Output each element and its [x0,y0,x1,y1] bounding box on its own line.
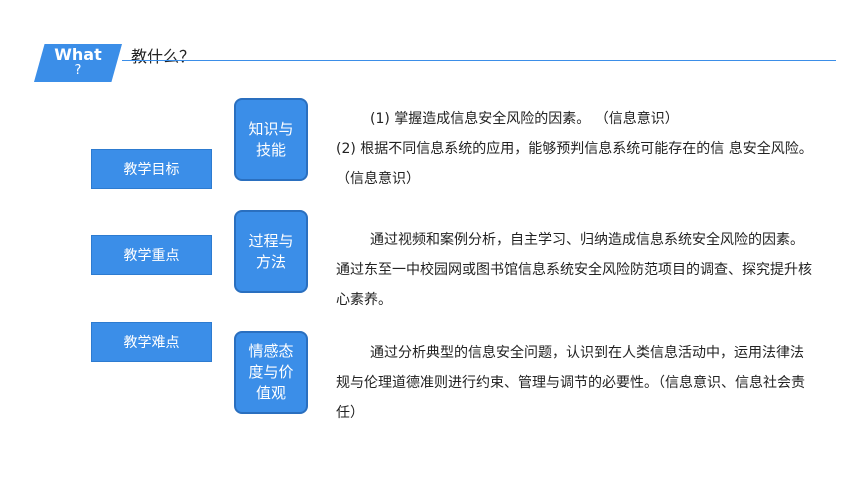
knowledge-item-1: (1) 掌握造成信息安全风险的因素。 （信息意识） [370,111,679,127]
process-methods-label: 过程与方法 [248,231,294,271]
emotion-values-box: 情感态度与价值观 [234,331,308,414]
teaching-difficulties-label: 教学难点 [123,335,180,351]
knowledge-text-block: (1) 掌握造成信息安全风险的因素。 （信息意识） (2) 根据不同信息系统的应… [336,104,816,194]
emotion-text-block: 通过分析典型的信息安全问题，认识到在人类信息活动中，运用法律法规与伦理道德准则进… [336,338,816,428]
knowledge-skills-label: 知识与技能 [248,119,294,159]
header-divider [122,60,836,61]
teaching-difficulties-box: 教学难点 [91,322,212,362]
teaching-key-points-box: 教学重点 [91,235,212,275]
teaching-goals-box: 教学目标 [91,149,212,189]
teaching-key-points-label: 教学重点 [123,248,180,264]
what-tag: What ? [34,44,122,82]
emotion-values-label: 情感态度与价值观 [248,342,294,402]
page-title: 教什么？ [131,47,196,66]
what-tag-label: What [54,45,102,64]
process-paragraph: 通过视频和案例分析，自主学习、归纳造成信息系统安全风险的因素。通过东至一中校园网… [336,232,812,308]
what-tag-question-mark: ? [74,63,82,78]
process-text-block: 通过视频和案例分析，自主学习、归纳造成信息系统安全风险的因素。通过东至一中校园网… [336,225,816,315]
process-methods-box: 过程与方法 [234,210,308,293]
emotion-paragraph: 通过分析典型的信息安全问题，认识到在人类信息活动中，运用法律法规与伦理道德准则进… [336,345,805,421]
knowledge-skills-box: 知识与技能 [234,98,308,181]
teaching-goals-label: 教学目标 [123,162,180,178]
knowledge-item-2: (2) 根据不同信息系统的应用，能够预判信息系统可能存在的信 息安全风险。 （信… [336,141,813,187]
